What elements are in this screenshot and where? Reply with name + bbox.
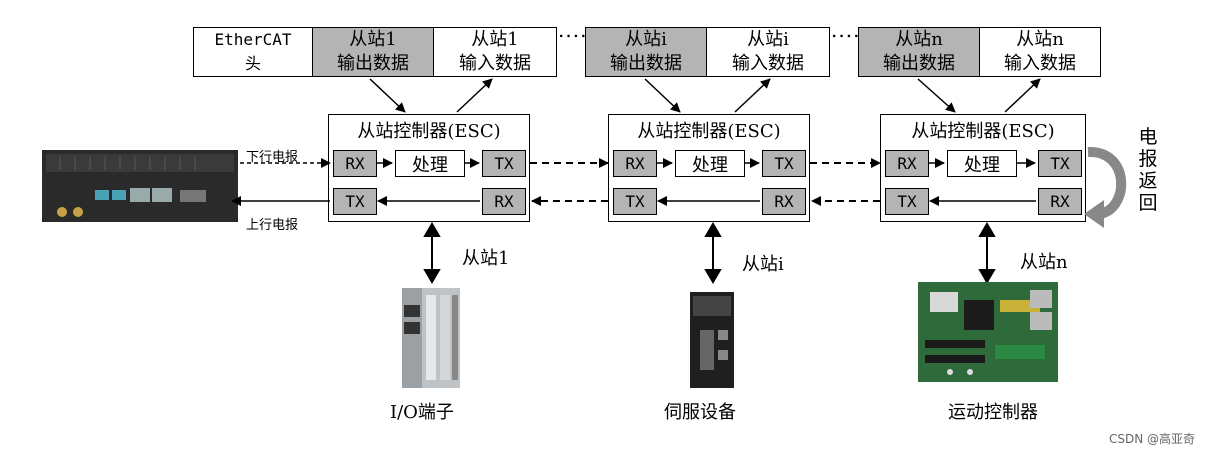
watermark: CSDN @高亚奇 bbox=[1108, 432, 1195, 446]
slavei-name: 从站i bbox=[742, 254, 784, 275]
esc-title: 从站控制器(ESC) bbox=[357, 121, 501, 142]
frame-header-line1: EtherCAT bbox=[214, 30, 292, 49]
tx-port-downlink: TX bbox=[762, 150, 806, 177]
return-label: 电报返回 bbox=[1136, 126, 1160, 214]
tx-port-uplink: TX bbox=[333, 188, 377, 215]
device-label-io: I/O端子 bbox=[390, 402, 454, 423]
frame-cell-slaven-output: 从站n 输出数据 bbox=[858, 27, 980, 77]
frame-header-cell: EtherCAT 头 bbox=[193, 27, 313, 77]
esc-title: 从站控制器(ESC) bbox=[911, 121, 1055, 142]
master-controller-image bbox=[42, 150, 238, 222]
cell-line2: 输出数据 bbox=[883, 53, 955, 74]
device-label-motion: 运动控制器 bbox=[948, 402, 1038, 423]
rx-port-downlink: RX bbox=[885, 150, 929, 177]
io-terminal-image bbox=[402, 288, 460, 388]
process-box: 处理 bbox=[395, 150, 465, 177]
frame-cell-slave1-input: 从站1 输入数据 bbox=[433, 27, 557, 77]
downlink-label: 下行电报 bbox=[246, 150, 299, 165]
esc-slave1: 从站控制器(ESC) RX 处理 TX TX RX bbox=[328, 114, 530, 222]
tx-port-downlink: TX bbox=[482, 150, 526, 177]
frame-cell-slavei-output: 从站i 输出数据 bbox=[585, 27, 707, 77]
rx-port-uplink: RX bbox=[762, 188, 806, 215]
frame-header-line2: 头 bbox=[244, 54, 261, 73]
slaven-name: 从站n bbox=[1020, 252, 1068, 273]
esc-title: 从站控制器(ESC) bbox=[637, 121, 781, 142]
device-label-servo: 伺服设备 bbox=[664, 402, 736, 423]
cell-line1: 从站1 bbox=[471, 29, 519, 50]
tx-port-downlink: TX bbox=[1038, 150, 1082, 177]
return-text: 电报返回 bbox=[1138, 126, 1158, 214]
motion-controller-image bbox=[918, 282, 1058, 382]
frame-esc-arrows bbox=[369, 78, 1041, 113]
cell-line2: 输入数据 bbox=[732, 53, 804, 74]
inter-slave-links bbox=[530, 158, 881, 206]
tx-port-uplink: TX bbox=[885, 188, 929, 215]
tx-port-uplink: TX bbox=[613, 188, 657, 215]
rx-port-downlink: RX bbox=[613, 150, 657, 177]
esc-internal-arrows bbox=[376, 158, 1036, 206]
cell-line2: 输出数据 bbox=[337, 53, 409, 74]
esc-slavei: 从站控制器(ESC) RX 处理 TX TX RX bbox=[608, 114, 810, 222]
cell-line1: 从站i bbox=[747, 29, 789, 50]
esc-slaven: 从站控制器(ESC) RX 处理 TX TX RX bbox=[880, 114, 1086, 222]
uplink-label: 上行电报 bbox=[246, 218, 299, 233]
process-box: 处理 bbox=[675, 150, 745, 177]
cell-line2: 输入数据 bbox=[459, 53, 531, 74]
cell-line1: 从站i bbox=[625, 29, 667, 50]
device-links bbox=[423, 222, 996, 284]
cell-line1: 从站1 bbox=[349, 29, 397, 50]
rx-port-uplink: RX bbox=[482, 188, 526, 215]
return-arrow bbox=[1084, 146, 1127, 228]
frame-cell-slavei-input: 从站i 输入数据 bbox=[706, 27, 830, 77]
slave1-name: 从站1 bbox=[462, 248, 510, 269]
rx-port-uplink: RX bbox=[1038, 188, 1082, 215]
cell-line2: 输出数据 bbox=[610, 53, 682, 74]
cell-line1: 从站n bbox=[1016, 29, 1064, 50]
rx-port-downlink: RX bbox=[333, 150, 377, 177]
frame-cell-slaven-input: 从站n 输入数据 bbox=[979, 27, 1101, 77]
cell-line2: 输入数据 bbox=[1004, 53, 1076, 74]
cell-line1: 从站n bbox=[895, 29, 943, 50]
servo-drive-image bbox=[690, 292, 734, 388]
